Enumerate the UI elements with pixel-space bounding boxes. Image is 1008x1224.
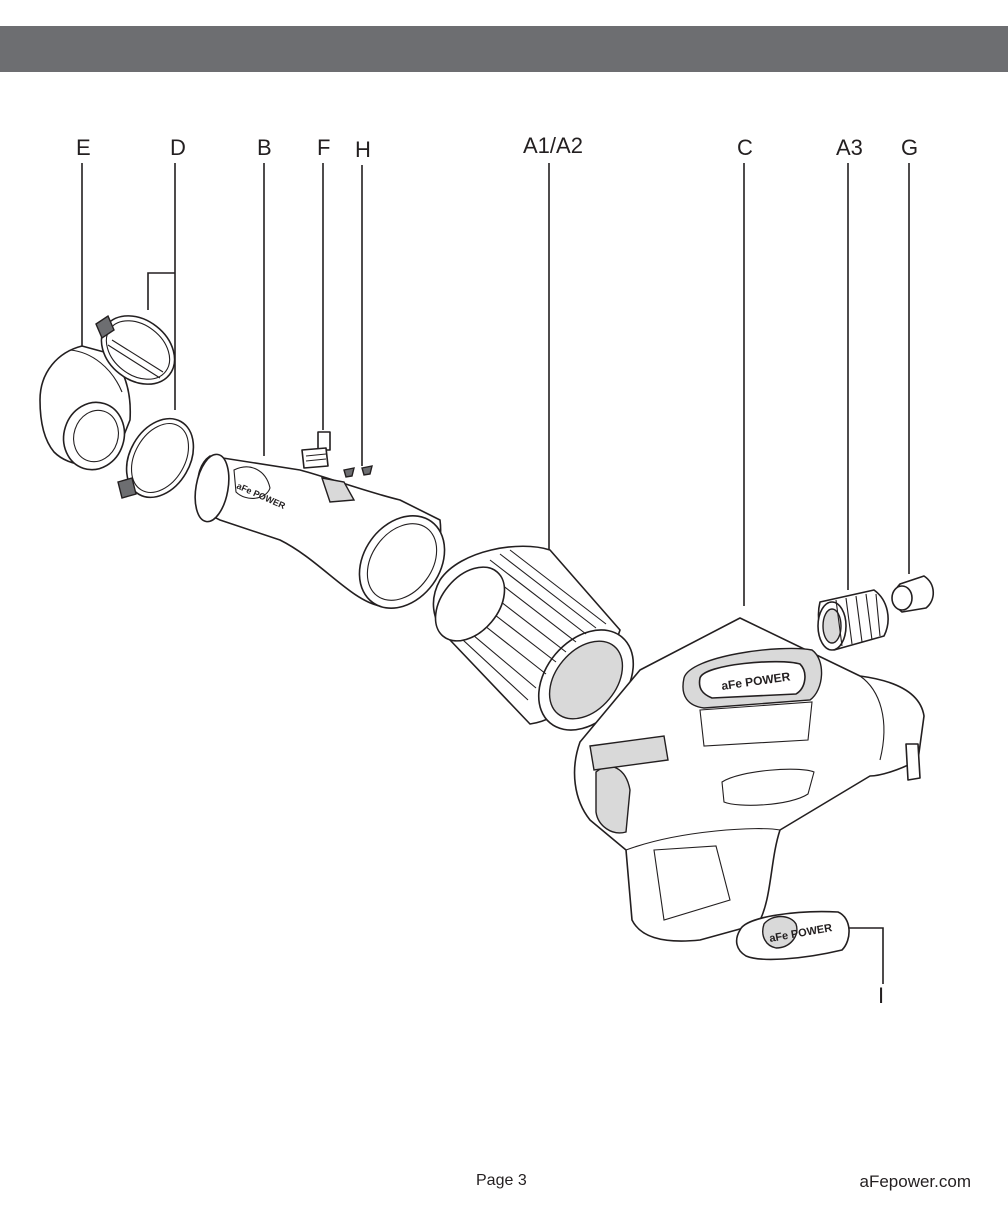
part-A1-A2-air-filter [432, 545, 635, 731]
part-A3-small-filter [817, 589, 889, 651]
part-C-air-box: aFe POWER [573, 617, 925, 942]
part-E-coupler [39, 345, 132, 471]
label-G: G [901, 135, 918, 160]
label-E: E [76, 135, 91, 160]
label-A3: A3 [836, 135, 863, 160]
leader-D [147, 163, 176, 410]
label-D: D [170, 135, 186, 160]
part-H-screws [343, 465, 373, 478]
leader-I [844, 927, 884, 984]
part-B-intake-tube: aFe POWER [194, 453, 446, 610]
label-C: C [737, 135, 753, 160]
label-H: H [355, 137, 371, 162]
part-I-logo-badge: aFe POWER [735, 910, 850, 961]
website-link[interactable]: aFepower.com [859, 1172, 972, 1191]
page-number: Page 3 [476, 1172, 527, 1189]
label-A1-A2: A1/A2 [523, 133, 583, 158]
part-G-grommet [891, 575, 935, 613]
label-I: I [878, 983, 884, 1008]
label-F: F [317, 135, 330, 160]
part-D-upper-clamp [95, 314, 176, 385]
label-B: B [257, 135, 272, 160]
header-bar [0, 26, 1008, 72]
part-D-lower-clamp [117, 417, 195, 499]
part-F-fitting [301, 431, 331, 469]
